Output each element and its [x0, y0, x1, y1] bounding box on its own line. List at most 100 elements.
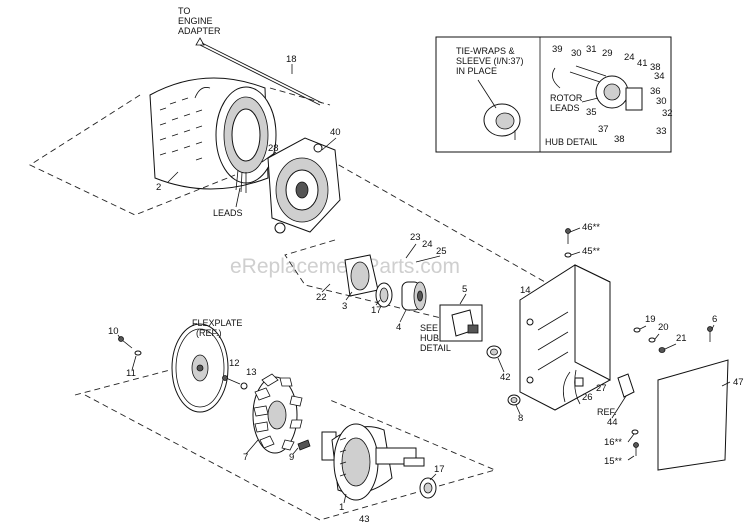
flexplate-line-1: FLEXPLATE	[192, 318, 242, 328]
assembly-guide-bottom	[84, 394, 497, 521]
callout-18: 18	[286, 54, 297, 65]
engine-adapter-line-3: ADAPTER	[178, 26, 221, 36]
detail-callout-38b: 38	[614, 134, 625, 145]
stator-housing	[149, 77, 277, 193]
see-hub-line-1: SEE	[420, 323, 438, 333]
detail-callout-24: 24	[624, 52, 635, 63]
callout-26: 26	[582, 392, 593, 403]
callout-4: 4	[396, 322, 401, 333]
assembly-guide-flexplate	[74, 369, 171, 396]
see-hub-line-2: HUB	[420, 333, 439, 343]
hub-detail-inset: TIE-WRAPS & SLEEVE (I/N:37) IN PLACE ROT…	[435, 36, 672, 153]
wire-harness	[562, 369, 581, 405]
callout-21: 21	[676, 333, 687, 344]
bearing-17b	[419, 477, 437, 499]
grommet-42	[486, 345, 502, 359]
detail-callout-34: 34	[654, 71, 665, 82]
washer-11	[134, 350, 142, 356]
callout-22: 22	[316, 292, 327, 303]
engine-adapter-line-1: TO	[178, 6, 190, 16]
callout-25: 25	[436, 246, 447, 257]
rotor-hub	[401, 281, 427, 311]
callout-40: 40	[330, 127, 341, 138]
detail-callout-39: 39	[552, 44, 563, 55]
detail-callout-35: 35	[586, 107, 597, 118]
washer-45	[564, 252, 572, 258]
flexplate-line-2: (REF.)	[196, 328, 222, 338]
washer-20	[648, 337, 656, 343]
callout-24: 24	[422, 239, 433, 250]
connector-27	[574, 377, 584, 387]
callout-17b: 17	[434, 464, 445, 475]
detail-callout-33: 33	[656, 126, 667, 137]
callout-19: 19	[645, 314, 656, 325]
callout-47: 47	[733, 377, 744, 388]
cooling-fan	[252, 373, 303, 454]
engine-adapter-line-2: ENGINE	[178, 16, 213, 26]
rotor	[321, 423, 425, 501]
callouts: 18 2 40 28 23 24 25 22 3 17 4 5 46** 45*…	[108, 44, 744, 525]
hub-bracket	[439, 304, 483, 342]
rectifier-44	[617, 373, 635, 398]
screw-46	[565, 228, 571, 244]
callout-8: 8	[518, 413, 523, 424]
detail-callout-36: 36	[650, 86, 661, 97]
through-bolt-edge	[201, 42, 323, 104]
callout-13: 13	[246, 367, 257, 378]
screw-10	[118, 336, 133, 349]
detail-callout-38a: 38	[650, 62, 661, 73]
screw-15	[633, 442, 639, 456]
screw-6	[707, 326, 713, 342]
callout-42: 42	[500, 372, 511, 383]
callout-15: 15**	[604, 456, 622, 467]
hub-detail-bracket	[625, 87, 643, 111]
callout-23: 23	[410, 232, 421, 243]
callout-45: 45**	[582, 246, 600, 257]
detail-callout-41: 41	[637, 58, 648, 69]
callout-9: 9	[289, 452, 294, 463]
key-9	[297, 439, 311, 451]
detail-callout-31: 31	[586, 44, 597, 55]
callout-17a: 17	[371, 305, 382, 316]
ref-caption: REF.	[597, 407, 617, 417]
through-bolt	[199, 44, 321, 106]
control-box	[519, 264, 611, 411]
callout-12: 12	[229, 358, 240, 369]
see-hub-line-3: DETAIL	[420, 343, 451, 353]
callout-44: 44	[607, 417, 618, 428]
assembly-guide-left	[29, 94, 236, 216]
callout-27: 27	[596, 383, 607, 394]
callout-14: 14	[520, 285, 531, 296]
callout-11: 11	[126, 368, 136, 379]
callout-5: 5	[462, 284, 467, 295]
washer-19	[633, 327, 641, 333]
callout-6: 6	[712, 314, 717, 325]
assembly-guide-top	[269, 87, 331, 106]
tie-wraps-line-1: TIE-WRAPS &	[456, 46, 515, 56]
callout-16: 16**	[604, 437, 622, 448]
washer-13	[240, 382, 248, 390]
detail-callout-32: 32	[662, 108, 673, 119]
rotor-leads-line-1: ROTOR	[550, 93, 583, 103]
rotor-leads-line-2: LEADS	[550, 103, 580, 113]
bearing	[375, 282, 393, 308]
washer-16	[631, 429, 639, 435]
screw-12	[222, 375, 241, 385]
side-panel	[657, 359, 729, 471]
leader-lines	[117, 64, 731, 504]
hub-ring	[344, 254, 379, 297]
callout-46: 46**	[582, 222, 600, 233]
callout-43: 43	[359, 514, 370, 525]
callout-20: 20	[658, 322, 669, 333]
arrow-up-icon	[195, 37, 205, 46]
callout-10: 10	[108, 326, 119, 337]
callout-7: 7	[243, 452, 248, 463]
grommet-8	[507, 394, 521, 406]
leads-caption: LEADS	[213, 208, 243, 218]
detail-callout-37: 37	[598, 124, 609, 135]
watermark: eReplacementParts.com	[230, 255, 460, 278]
detail-callout-29: 29	[602, 48, 613, 59]
flexplate	[171, 323, 229, 413]
hub-detail-caption: HUB DETAIL	[545, 137, 597, 147]
